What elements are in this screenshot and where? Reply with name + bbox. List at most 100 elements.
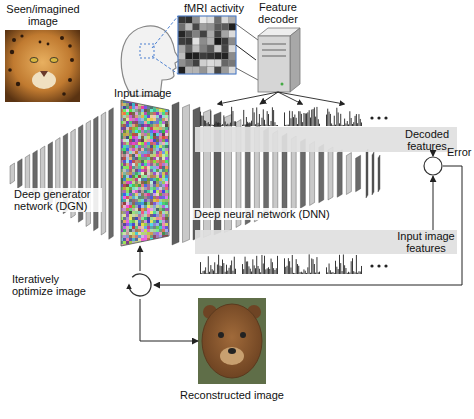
noise-pixel [153,232,156,235]
noise-pixel [159,136,162,139]
noise-pixel [135,187,138,190]
histogram-bar [336,267,338,274]
fmri-voxel [193,31,200,38]
noise-pixel [132,181,135,184]
noise-pixel [165,112,168,115]
noise-pixel [129,208,132,211]
noise-pixel [150,220,153,223]
fmri-voxel [229,45,236,52]
connector [433,152,434,156]
noise-pixel [147,100,150,103]
noise-pixel [153,166,156,169]
histogram-bar [255,268,257,274]
noise-pixel [159,220,162,223]
noise-pixel [132,214,135,217]
noise-pixel [135,121,138,124]
noise-pixel [129,151,132,154]
server-slot [262,43,286,45]
reconstructed-image-box: Reconstructed image [198,298,266,384]
noise-pixel [147,199,150,202]
histogram-bar [231,260,233,274]
histogram-bar [203,271,205,274]
connector [433,176,434,230]
node-label: Error [447,146,471,158]
histogram-bar [244,257,246,274]
fmri-voxel [178,38,185,45]
fmri-voxel [200,31,207,38]
noise-pixel [129,220,132,223]
noise-pixel [129,163,132,166]
noise-pixel [129,190,132,193]
histogram-bar [302,122,304,126]
noise-pixel [135,124,138,127]
noise-pixel [150,148,153,151]
noise-pixel [153,154,156,157]
noise-pixel [129,118,132,121]
noise-pixel [165,241,168,244]
fmri-voxel [214,23,221,30]
noise-pixel [138,244,141,247]
histogram-bar [211,125,213,126]
noise-pixel [150,196,153,199]
histogram-bar [326,115,328,126]
noise-pixel [141,187,144,190]
noise-pixel [120,184,123,187]
histogram-bar [215,273,217,274]
noise-pixel [168,196,171,199]
noise-pixel [150,169,153,172]
noise-pixel [126,214,129,217]
histogram-bar [361,122,363,126]
leopard-spot [68,44,72,48]
noise-pixel [132,172,135,175]
noise-pixel [135,106,138,109]
noise-pixel [132,124,135,127]
noise-pixel [144,199,147,202]
decoder-wire [236,24,258,40]
noise-pixel [168,244,171,247]
noise-pixel [138,205,141,208]
noise-pixel [126,235,129,238]
histogram-bar [232,111,234,126]
histogram-bar [290,268,292,274]
noise-pixel [153,124,156,127]
histogram-bar [206,273,208,274]
noise-pixel [141,160,144,163]
noise-pixel [165,151,168,154]
noise-pixel [144,124,147,127]
noise-pixel [126,112,129,115]
noise-pixel [153,151,156,154]
fmri-voxel [193,38,200,45]
noise-pixel [138,196,141,199]
noise-pixel [126,232,129,235]
histogram-bar [298,266,300,274]
noise-pixel [156,232,159,235]
noise-pixel [120,112,123,115]
noise-pixel [126,187,129,190]
noise-pixel [126,190,129,193]
noise-pixel [162,169,165,172]
noise-pixel [120,145,123,148]
noise-pixel [144,235,147,238]
noise-pixel [144,148,147,151]
histogram-bar [355,255,357,274]
network-layer [328,147,333,200]
noise-pixel [150,175,153,178]
noise-pixel [153,121,156,124]
fmri-voxel [222,60,229,67]
noise-pixel [156,205,159,208]
neural-network: Deep neural network (DNN) [170,100,385,246]
histogram-bar [342,254,344,274]
noise-pixel [141,166,144,169]
noise-pixel [156,193,159,196]
histogram-bar [243,110,245,126]
noise-pixel [144,220,147,223]
noise-pixel [156,211,159,214]
noise-pixel [144,223,147,226]
noise-pixel [120,103,123,106]
noise-pixel [132,106,135,109]
noise-pixel [162,223,165,226]
noise-pixel [126,160,129,163]
noise-pixel [165,226,168,229]
noise-pixel [153,163,156,166]
noise-pixel [165,181,168,184]
